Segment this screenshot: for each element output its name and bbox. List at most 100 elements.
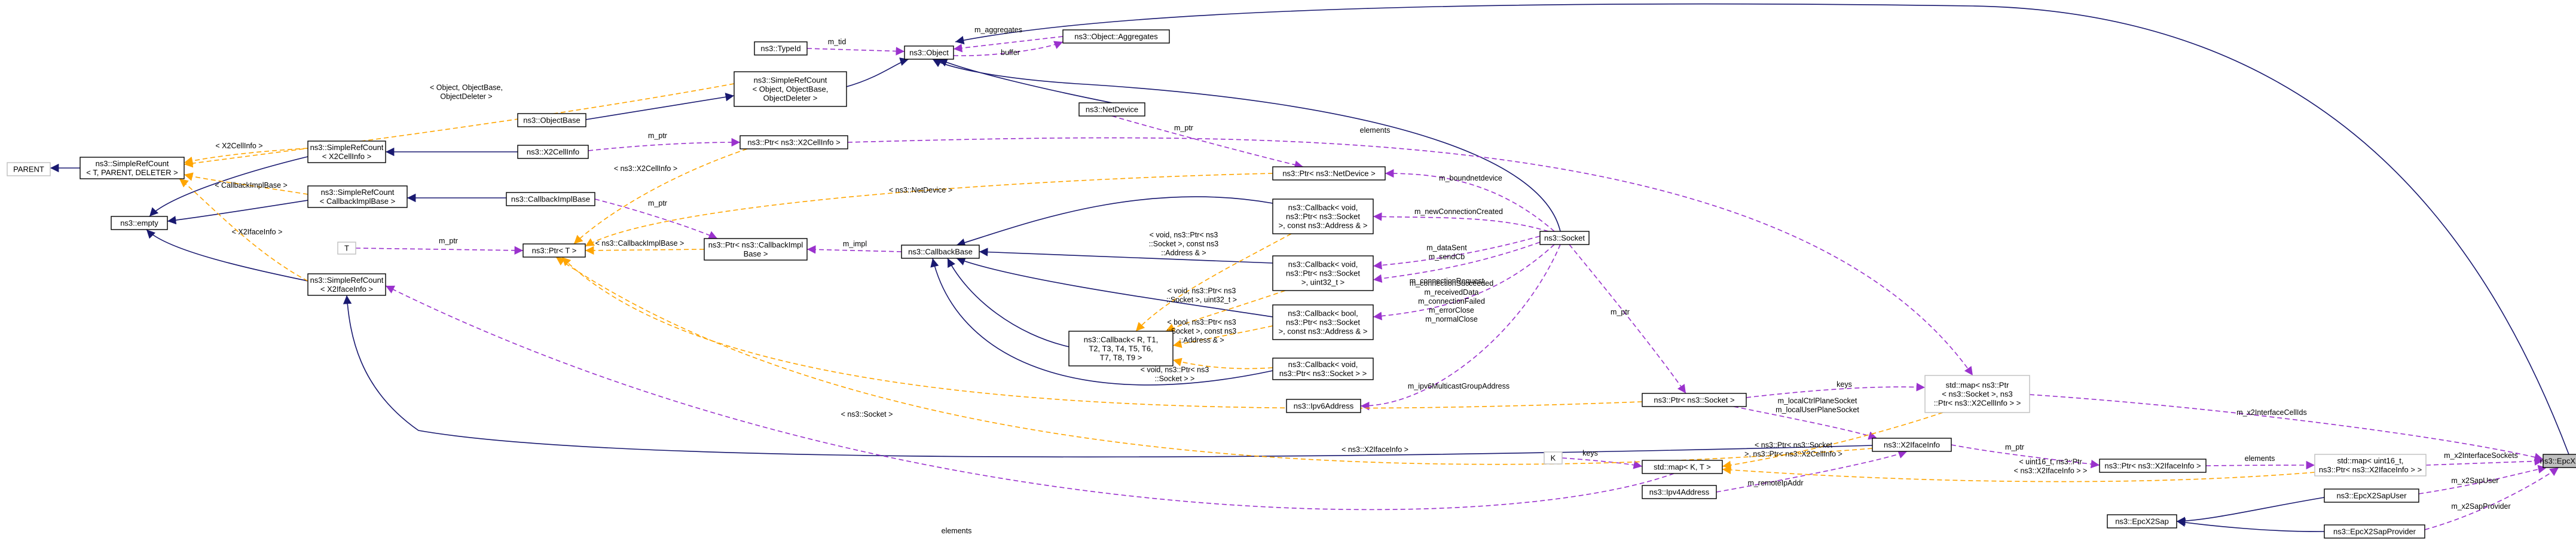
edge-use-ipv4-to-x2ifaceinfo [1716, 450, 1908, 493]
class-node-objectbase[interactable]: ns3::ObjectBase [517, 113, 586, 127]
edge-label-line: m_tid [828, 38, 847, 46]
class-node-label-line: ns3::Callback< void, [1288, 260, 1358, 269]
edge-inh-cbBoolSock-to-cbbase [956, 257, 1273, 317]
class-node-srcX2Iface[interactable]: ns3::SimpleRefCount< X2IfaceInfo > [307, 273, 386, 296]
class-node-label-line: ns3::EpcX2Sap [2115, 517, 2169, 526]
class-node-netdevice[interactable]: ns3::NetDevice [1078, 102, 1145, 117]
edge-line [1111, 115, 1304, 169]
class-node-sapprovider[interactable]: ns3::EpcX2SapProvider [2324, 524, 2425, 539]
class-node-ptrX2Iface[interactable]: ns3::Ptr< ns3::X2IfaceInfo > [2099, 459, 2207, 473]
class-node-cbimplbase[interactable]: ns3::CallbackImplBase [506, 192, 595, 206]
edge-tpl-srcCbImpl-to-srcT [184, 172, 308, 195]
class-node-label-line: < Object, ObjectBase, [753, 85, 829, 94]
class-node-srcObject[interactable]: ns3::SimpleRefCount< Object, ObjectBase,… [734, 71, 847, 107]
edge-line [953, 36, 1064, 53]
class-node-sapuser[interactable]: ns3::EpcX2SapUser [2324, 488, 2419, 503]
class-node-ipv6[interactable]: ns3::Ipv6Address [1286, 399, 1361, 413]
class-node-label-line: ObjectDeleter > [763, 94, 818, 103]
class-node-parent[interactable]: PARENT [7, 162, 51, 176]
class-node-object[interactable]: ns3::Object [904, 45, 954, 60]
edge-label-line: elements [1360, 126, 1391, 135]
class-node-cbbase[interactable]: ns3::CallbackBase [901, 245, 980, 259]
edge-inh-cbSockAddr-to-cbbase [956, 196, 1273, 247]
edge-label-line: m_x2InterfaceCellIds [2236, 408, 2306, 417]
edge-line [585, 173, 1273, 247]
edge-label: < Object, ObjectBase,ObjectDeleter > [430, 84, 503, 101]
edge-inh-x2ifaceinfo-to-srcX2Iface [343, 295, 1896, 458]
edge-label: m_ipv6MulticastGroupAddress [1408, 382, 1509, 390]
class-node-box [734, 71, 847, 107]
class-node-empty[interactable]: ns3::empty [111, 216, 168, 230]
edge-label: < ns3::X2IfaceInfo > [1342, 445, 1408, 454]
edge-tpl-cbBoolSock-to-cbGeneric [1172, 325, 1273, 349]
class-node-cbBoolSock[interactable]: ns3::Callback< bool,ns3::Ptr< ns3::Socke… [1272, 304, 1374, 340]
class-node-ipv4[interactable]: ns3::Ipv4Address [1642, 485, 1717, 499]
class-node-label-line: ns3::Callback< R, T1, [1084, 335, 1158, 344]
edge-label: m_ptr [648, 199, 667, 207]
class-node-label: ns3::Ptr< ns3::Socket > [1654, 396, 1734, 405]
edge-line [932, 59, 1561, 232]
class-node-cbSockAddr[interactable]: ns3::Callback< void,ns3::Ptr< ns3::Socke… [1272, 198, 1374, 234]
class-node-srcCbImpl[interactable]: ns3::SimpleRefCount< CallbackImplBase > [307, 185, 408, 208]
class-node-label: ns3::Object::Aggregates [1074, 32, 1158, 41]
edge-label-line: < bool, ns3::Ptr< ns3 [1167, 318, 1236, 326]
class-node-ptrX2Cell[interactable]: ns3::Ptr< ns3::X2CellInfo > [740, 135, 848, 149]
class-node-srcT[interactable]: ns3::SimpleRefCount< T, PARENT, DELETER … [80, 157, 185, 179]
class-node-socket[interactable]: ns3::Socket [1539, 231, 1590, 245]
class-node-ptrNetDevice[interactable]: ns3::Ptr< ns3::NetDevice > [1272, 166, 1386, 181]
class-node-label-line: std::map< ns3::Ptr [1946, 381, 2010, 390]
edge-label-line: m_x2SapProvider [2451, 502, 2510, 511]
edge-label-line: m_ptr [1611, 308, 1630, 316]
class-node-x2ifaceinfo[interactable]: ns3::X2IfaceInfo [1872, 438, 1952, 452]
edge-label-line: m_localUserPlaneSocket [1776, 406, 1859, 414]
class-node-label-line: ns3::Ptr< ns3::Socket > [1654, 396, 1734, 405]
edge-use-mapKT-to-srcX2Iface [385, 285, 1674, 511]
edge-inh-srcX2Iface-to-empty [146, 229, 308, 282]
edge-line [979, 248, 1273, 264]
class-node-ptrSocket[interactable]: ns3::Ptr< ns3::Socket > [1642, 393, 1747, 407]
class-node-label-line: ::Ptr< ns3::X2CellInfo > > [1934, 399, 2021, 408]
class-node-srcX2Cell[interactable]: ns3::SimpleRefCount< X2CellInfo > [307, 140, 386, 163]
edge-label-line: ::Socket >, const ns3 [1149, 240, 1218, 248]
class-node-box [1924, 375, 2030, 413]
edge-line [184, 148, 308, 165]
edge-line [2418, 465, 2547, 494]
edge-use-K-to-mapKT [1562, 457, 1643, 469]
class-node-label-line: ns3::EpcX2 [2540, 457, 2576, 466]
class-node-T[interactable]: T [337, 242, 356, 255]
class-node-cbVoidSock[interactable]: ns3::Callback< void,ns3::Ptr< ns3::Socke… [1272, 358, 1374, 380]
class-node-ptrT[interactable]: ns3::Ptr< T > [522, 243, 586, 258]
class-node-label-line: std::map< K, T > [1654, 463, 1711, 472]
class-node-label: ns3::SimpleRefCount< T, PARENT, DELETER … [86, 159, 178, 177]
class-node-label: ns3::Ipv6Address [1294, 402, 1354, 411]
edge-line [1135, 233, 1292, 332]
class-node-label: ns3::Object [909, 48, 949, 57]
edge-label-line: < ns3::X2IfaceInfo > > [2014, 467, 2088, 475]
class-node-label-line: ns3::X2CellInfo [527, 148, 579, 157]
class-node-mapKT[interactable]: std::map< K, T > [1642, 460, 1723, 474]
edge-inh-cbSockU32-to-cbbase [979, 248, 1273, 264]
edge-use-aggregates-to-object [953, 36, 1064, 53]
class-node-label: ns3::CallbackImplBase [511, 195, 590, 204]
class-node-typeid[interactable]: ns3::TypeId [754, 41, 808, 56]
class-node-x2cellinfo[interactable]: ns3::X2CellInfo [517, 145, 589, 159]
edge-label: < void, ns3::Ptr< ns3::Socket >, uint32_… [1166, 287, 1237, 304]
edge-line [385, 285, 1674, 511]
edge-label: m_ptr [1174, 124, 1193, 132]
class-node-label-line: < X2IfaceInfo > [320, 285, 373, 294]
class-node-aggregates[interactable]: ns3::Object::Aggregates [1062, 29, 1170, 44]
class-node-cbGeneric[interactable]: ns3::Callback< R, T1,T2, T3, T4, T5, T6,… [1068, 331, 1174, 366]
edge-line [1360, 244, 1561, 411]
edge-use-x2ifaceinfo-to-ptrX2Iface [1951, 444, 2100, 469]
class-node-box [1272, 304, 1374, 340]
class-node-cbSockU32[interactable]: ns3::Callback< void,ns3::Ptr< ns3::Socke… [1272, 255, 1374, 291]
edge-label-line: < void, ns3::Ptr< ns3 [1150, 231, 1218, 239]
class-node-mapSock[interactable]: std::map< ns3::Ptr< ns3::Socket >, ns3::… [1924, 375, 2030, 413]
class-node-mapU16[interactable]: std::map< uint16_t,ns3::Ptr< ns3::X2Ifac… [2314, 454, 2427, 476]
class-node-sap[interactable]: ns3::EpcX2Sap [2107, 514, 2177, 529]
class-node-epcx2[interactable]: ns3::EpcX2 [2540, 454, 2576, 468]
class-node-box [2324, 524, 2425, 539]
class-node-label-line: T7, T8, T9 > [1100, 353, 1142, 362]
class-node-K[interactable]: K [1544, 451, 1563, 465]
